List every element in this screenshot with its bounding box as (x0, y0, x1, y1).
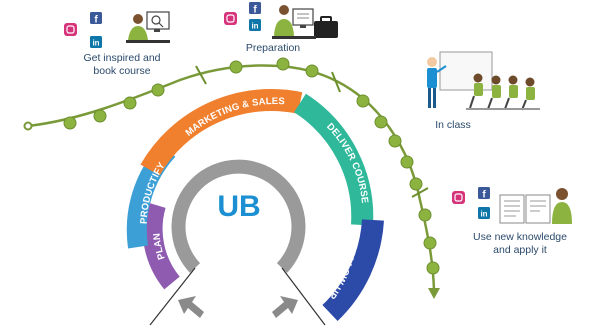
step-apply-line-1: Use new knowledge (473, 231, 567, 243)
hub-line-right (281, 267, 326, 326)
path-milestone-ticks (195, 65, 429, 198)
hub-ring (171, 159, 306, 273)
step-preparation-label: Preparation (228, 42, 318, 55)
apply-knowledge-icon (499, 188, 572, 224)
svg-text:f: f (94, 15, 98, 26)
segment-deliver-course (293, 93, 374, 226)
briefcase-icon (314, 21, 338, 38)
person-preparing-icon (272, 5, 338, 39)
segment-plan (142, 202, 180, 290)
document-icon (499, 194, 525, 224)
linkedin-icon (249, 19, 261, 31)
segment-follow-up (322, 219, 384, 321)
step-inspire-label: Get inspired and book course (70, 52, 174, 78)
linkedin-icon (478, 207, 490, 219)
step-class-line-1: In class (435, 119, 471, 131)
linkedin-icon (90, 36, 102, 48)
path-arrowhead (428, 288, 440, 299)
svg-text:in: in (92, 39, 99, 48)
classroom-icon (427, 51, 540, 111)
instagram-icon (452, 191, 465, 204)
step-apply-line-2: and apply it (493, 244, 547, 257)
step-inspire-line-1: Get inspired and (83, 52, 161, 64)
facebook-icon (90, 12, 102, 24)
segment-marketing-sales (140, 89, 303, 176)
step-inspire-line-2: book course (93, 65, 151, 78)
step-preparation-line-1: Preparation (245, 42, 301, 54)
hub-logo: UB (217, 190, 260, 223)
journey-path (23, 57, 440, 299)
social-group-preparation: f in (224, 2, 261, 31)
person-searching-icon (126, 11, 170, 43)
hub-line-left (149, 267, 196, 326)
arrow-right-icon (272, 296, 298, 318)
social-group-apply: f in (452, 187, 490, 219)
social-group-inspire: f in (64, 12, 102, 48)
facebook-icon (478, 187, 490, 199)
path-nodes (63, 57, 440, 275)
instagram-icon (224, 12, 237, 25)
instagram-icon (64, 23, 77, 36)
arrow-left-icon (178, 296, 204, 318)
svg-text:f: f (482, 190, 486, 201)
svg-text:f: f (253, 5, 257, 16)
cycle-wheel: PLAN PRODUCTIFY MARKETING & SALES DELIVE… (126, 89, 384, 326)
path-start-node (23, 121, 33, 131)
whiteboard-icon (439, 51, 493, 91)
step-class-label: In class (418, 119, 488, 132)
facebook-icon (249, 2, 261, 14)
svg-text:in: in (480, 210, 487, 219)
svg-text:in: in (251, 22, 258, 31)
document-icon (525, 194, 551, 224)
step-apply-label: Use new knowledge and apply it (458, 231, 582, 257)
entry-arrows (178, 296, 298, 318)
